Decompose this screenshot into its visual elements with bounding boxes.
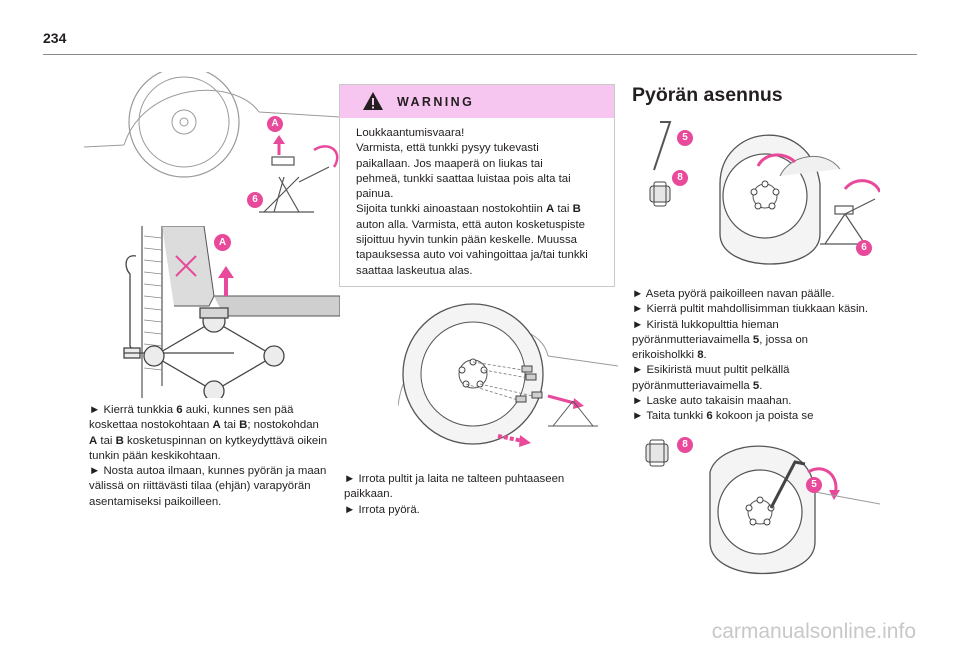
text-segment: ; nostokohdan xyxy=(247,419,319,432)
section-title: Pyörän asennus xyxy=(632,84,783,106)
ref-number: 6 xyxy=(706,410,713,423)
warning-box: WARNING Loukkaantumisvaara! Varmista, et… xyxy=(339,84,615,287)
instructions-remove-wheel: ► Irrota pultit ja laita ne talteen puht… xyxy=(344,472,614,518)
text-line: asentamiseksi paikoilleen. xyxy=(89,495,222,508)
text-line: Loukkaantumisvaara! xyxy=(356,127,465,139)
text-segment: tai xyxy=(220,419,240,432)
figure-jack-closeup: A xyxy=(114,226,340,398)
callout-6-badge: 6 xyxy=(247,192,263,208)
warning-triangle-icon xyxy=(363,92,383,110)
instructions-fit-wheel: ► Aseta pyörä paikoilleen navan päälle. … xyxy=(632,287,922,425)
figure-wheel-fitting: 5 8 6 xyxy=(640,114,880,274)
text-segment: kosketuspinnan on kytkeydyttävä oikein xyxy=(123,434,328,447)
callout-8-badge: 8 xyxy=(672,170,688,186)
text-line: ► Esikiristä muut pultit pelkällä xyxy=(632,364,790,377)
text-line: ► Laske auto takaisin maahan. xyxy=(632,395,792,408)
text-segment: ► Kierrä tunkkia xyxy=(89,404,177,416)
callout-6-label: 6 xyxy=(252,194,258,205)
text-line: sijoittuu hyvin tunkin pään keskelle. Mu… xyxy=(356,234,577,247)
ref-number: 6 xyxy=(176,404,183,416)
instructions-lift-car: ► Kierrä tunkkia 6 auki, kunnes sen pää … xyxy=(89,403,344,510)
text-line: pehmeä, tunkki saattaa luistaa pois alta… xyxy=(356,172,571,185)
text-segment: . xyxy=(759,379,763,392)
warning-title: WARNING xyxy=(397,95,475,109)
page-number: 234 xyxy=(43,30,67,46)
callout-5-label: 5 xyxy=(811,479,817,490)
text-line: Varmista, että tunkki pysyy tukevasti xyxy=(356,142,539,155)
text-line: auton alla. Varmista, että auton kosketu… xyxy=(356,218,585,231)
warning-header: WARNING xyxy=(340,85,614,118)
callout-a-badge-closeup: A xyxy=(214,234,231,251)
text-segment: tai xyxy=(97,434,116,447)
footer-watermark: carmanualsonline.info xyxy=(711,620,916,643)
callout-5-badge: 5 xyxy=(806,477,822,493)
ref-number: 5 xyxy=(752,333,760,346)
text-line: ► Irrota pultit ja laita ne talteen puht… xyxy=(344,473,565,485)
figure-wheel-removal xyxy=(398,296,618,458)
ref-letter: B xyxy=(572,203,581,216)
figure-bolt-tightening: 8 5 xyxy=(640,432,880,584)
callout-6-label: 6 xyxy=(861,242,867,253)
text-line: saattaa laskeutua alas. xyxy=(356,264,473,277)
header-rule xyxy=(43,54,917,55)
text-segment: ► Taita tunkki xyxy=(632,410,707,423)
ref-letter: B xyxy=(115,434,124,447)
ref-number: 5 xyxy=(752,379,760,392)
text-segment: kokoon ja poista se xyxy=(712,410,814,423)
text-line: paikallaan. Jos maaperä on liukas tai xyxy=(356,157,543,170)
callout-a-label: A xyxy=(218,237,227,248)
text-line: ► Irrota pyörä. xyxy=(344,503,420,516)
text-segment: tai xyxy=(554,203,573,216)
text-line: tapauksessa auto voi vahingoittaa ja/tai… xyxy=(356,249,588,262)
text-segment: Sijoita tunkki ainoastaan nostokohtiin xyxy=(356,203,546,216)
callout-5-label: 5 xyxy=(682,132,688,143)
text-line: ► Kierrä pultit mahdollisimman tiukkaan … xyxy=(632,303,869,316)
text-line: painua. xyxy=(356,188,394,201)
text-line: tunkin pään keskikohtaan. xyxy=(89,449,221,462)
callout-5-badge: 5 xyxy=(677,130,693,146)
text-line: ► Nosta autoa ilmaan, kunnes pyörän ja m… xyxy=(89,465,327,478)
figure-jack-position: A 6 xyxy=(84,72,340,220)
callout-a-label: A xyxy=(271,118,279,129)
callout-a-badge: A xyxy=(267,116,283,132)
text-segment: auki, kunnes sen pää xyxy=(182,404,294,416)
text-line: ► Aseta pyörä paikoilleen navan päälle. xyxy=(632,288,835,300)
warning-body: Loukkaantumisvaara! Varmista, että tunkk… xyxy=(356,126,608,279)
text-segment: , jossa on xyxy=(759,333,809,346)
ref-letter: A xyxy=(545,203,555,216)
ref-letter: A xyxy=(89,434,98,447)
callout-6-badge: 6 xyxy=(856,240,872,256)
ref-number: 8 xyxy=(697,349,704,362)
text-segment: erikoisholkki xyxy=(632,349,698,362)
callout-8-badge: 8 xyxy=(677,437,693,453)
text-segment: pyöränmutteriavaimella xyxy=(632,379,753,392)
callout-8-label: 8 xyxy=(682,439,688,450)
callout-8-label: 8 xyxy=(677,172,683,183)
text-segment: koskettaa nostokohtaan xyxy=(89,419,213,432)
text-line: ► Kiristä lukkopulttia hieman xyxy=(632,318,779,331)
ref-letter: A xyxy=(212,419,221,432)
text-line: välissä on riittävästi tilaa (ehjän) var… xyxy=(89,480,311,493)
text-segment: pyöränmutteriavaimella xyxy=(632,333,753,346)
text-line: paikkaan. xyxy=(344,488,393,501)
ref-letter: B xyxy=(239,419,248,432)
text-segment: . xyxy=(703,349,707,362)
